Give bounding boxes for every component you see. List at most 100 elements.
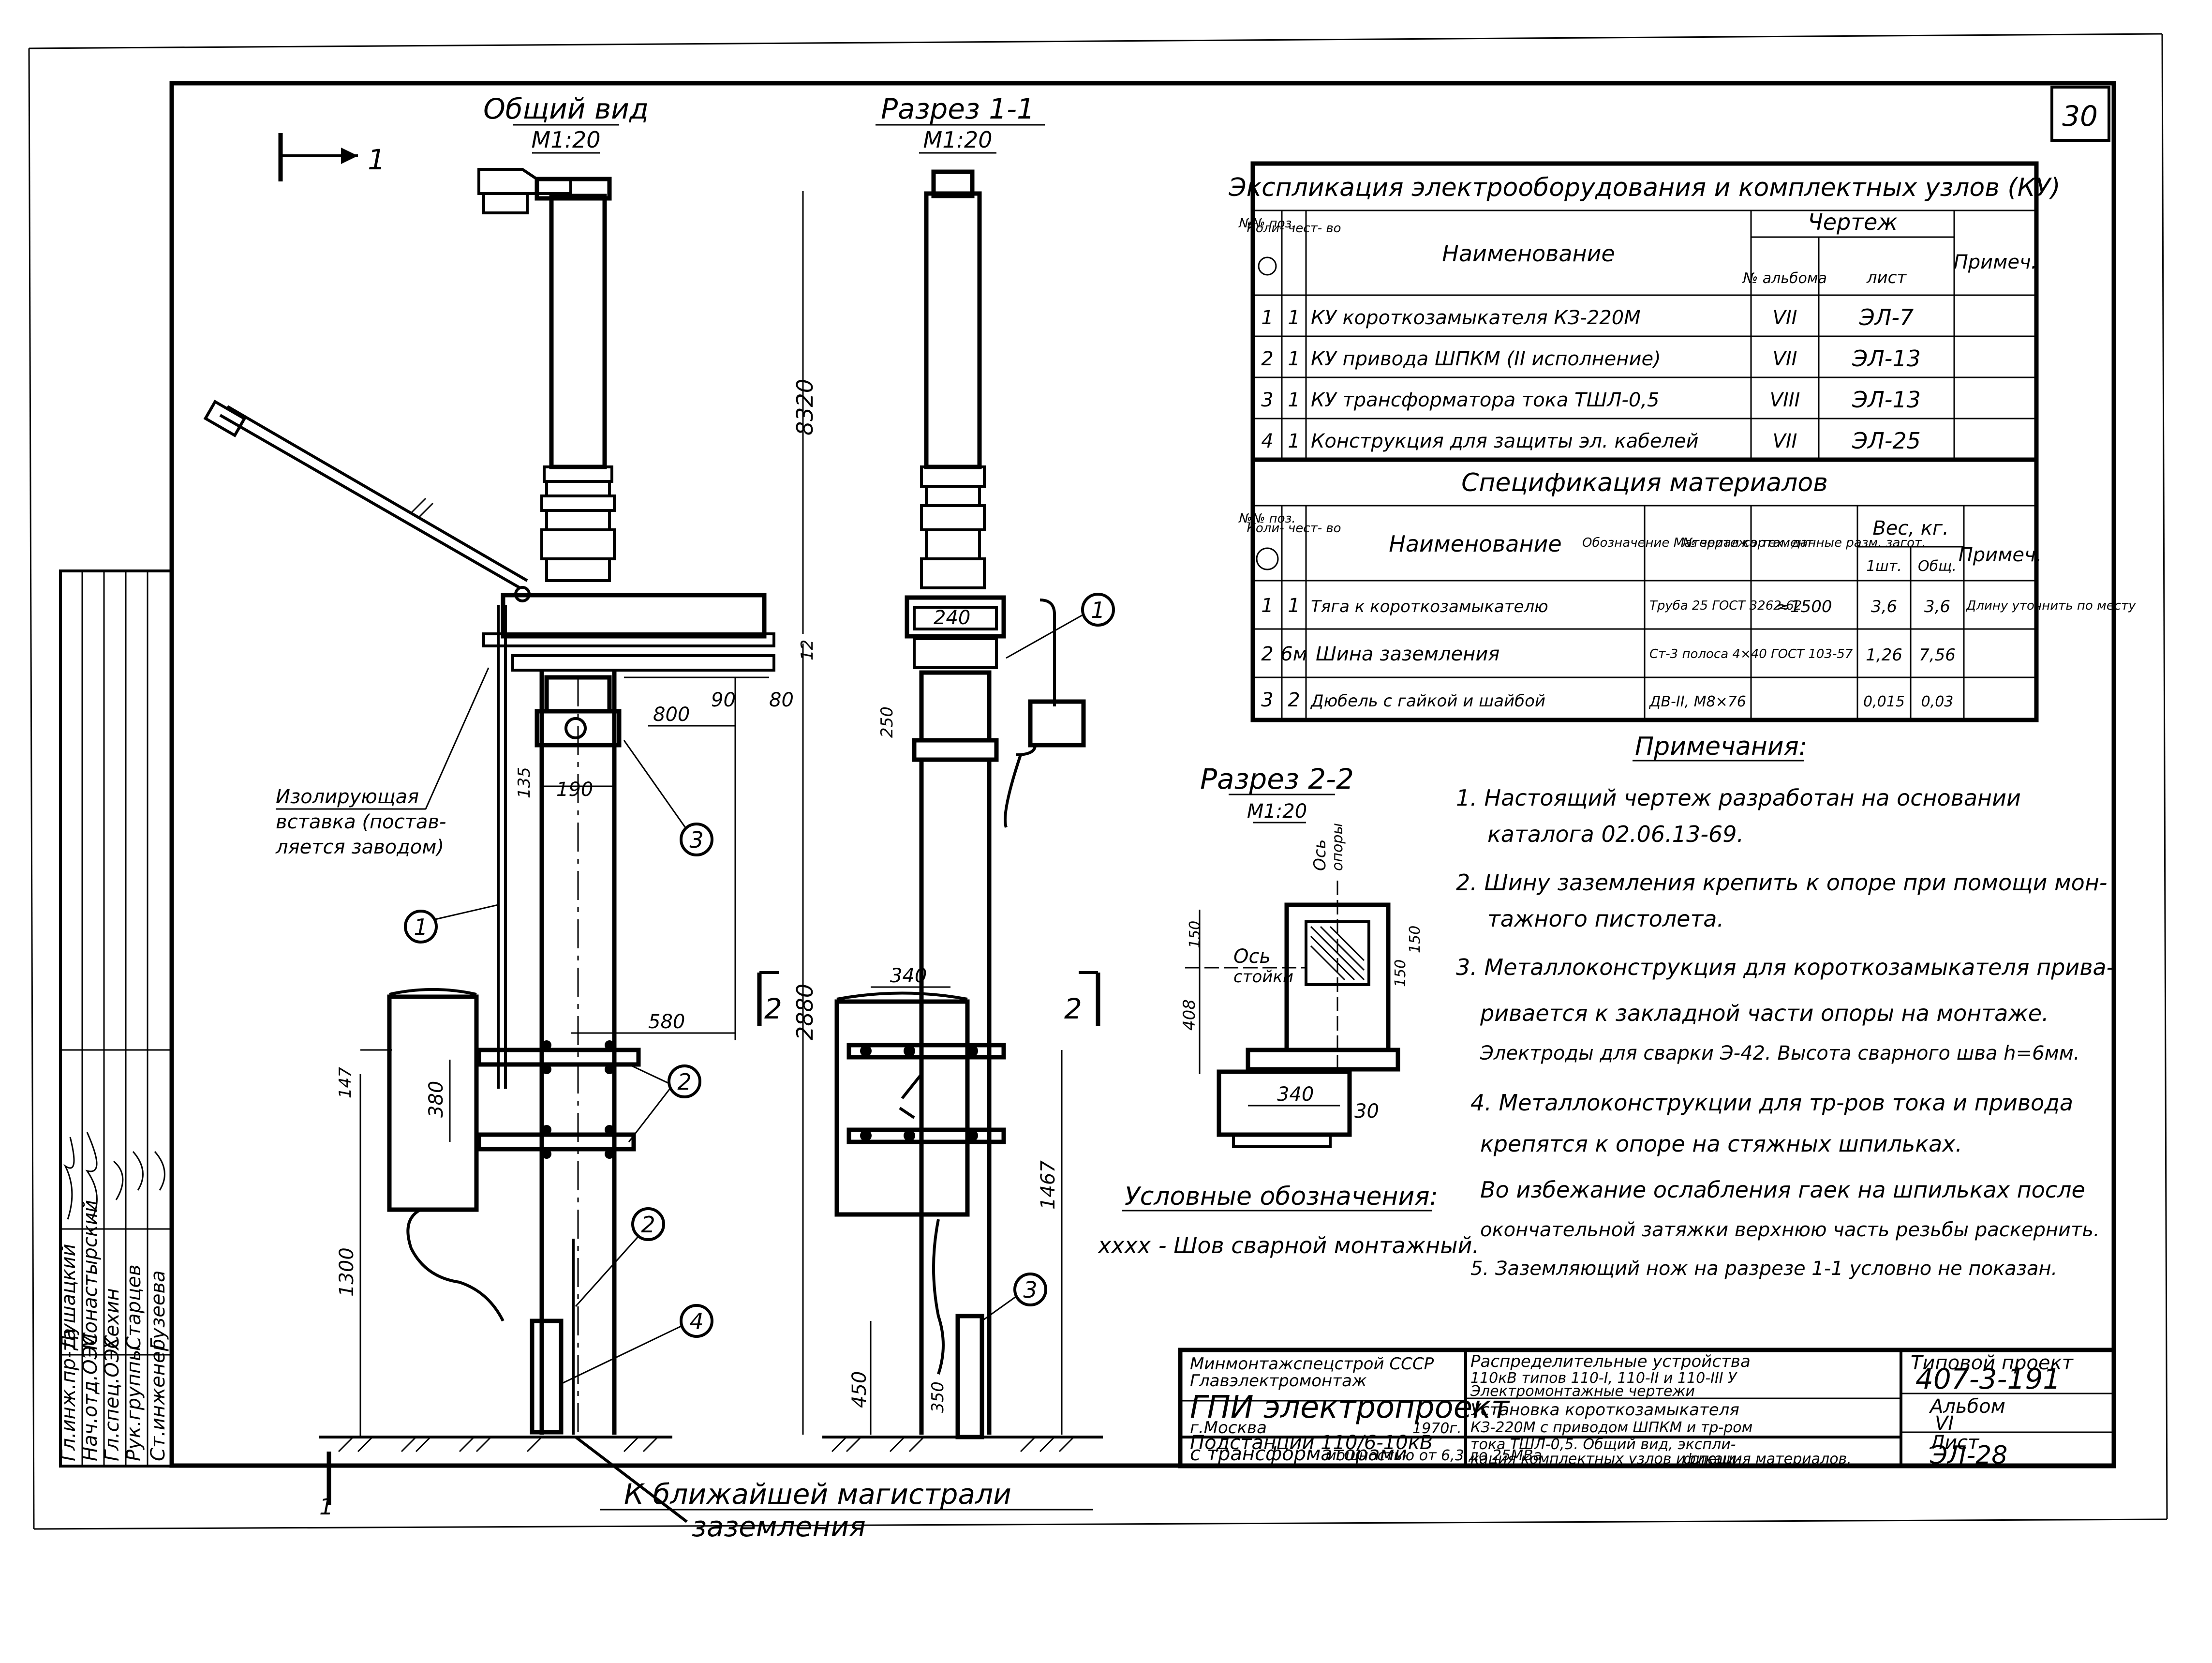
note-line-8: 4. Металлоконструкции для тр-ров тока и … — [1470, 1090, 2073, 1116]
general-view-title: Общий вид — [483, 92, 649, 125]
axis-stand-line2: стойки — [1233, 967, 1293, 987]
role-3: Гл.спец.ОЭС — [101, 1335, 123, 1461]
callout-2b-general: 2 — [641, 1212, 655, 1238]
section-1-1-view: Разрез 1-1 М1:20 — [757, 92, 1115, 1453]
dim-190: 190 — [556, 779, 593, 801]
dim-135: 135 — [515, 767, 534, 798]
legend: Условные обозначения: xxxx - Шов сварной… — [1097, 1182, 1479, 1258]
axis-pole-line1: Ось — [1310, 839, 1330, 871]
eq-r2-sheet: ЭЛ-13 — [1852, 345, 1921, 372]
dim-12: 12 — [798, 640, 817, 660]
role-5: Ст.инженер — [147, 1339, 169, 1461]
note-line-6: ривается к закладной части опоры на монт… — [1480, 1000, 2049, 1026]
dim-450: 450 — [848, 1371, 871, 1408]
mat-r2-unit: 1,26 — [1866, 645, 1902, 665]
dim-580: 580 — [648, 1011, 685, 1033]
general-view: Общий вид М1:20 1 — [203, 92, 1093, 1543]
eq-r1-sheet: ЭЛ-7 — [1859, 304, 1914, 330]
mat-hdr-total: Общ. — [1918, 558, 1957, 575]
section-mark-1-top: 1 — [368, 143, 386, 176]
mat-hdr-weight: Вес, кг. — [1872, 517, 1948, 539]
album-label: Альбом — [1929, 1395, 2005, 1418]
insulating-rod-line1: Изолирующая — [276, 786, 419, 808]
insulating-rod-line3: ляется заводом) — [275, 836, 444, 858]
eq-r1-qty: 1 — [1288, 307, 1300, 329]
album-no: VI — [1935, 1412, 1954, 1435]
eq-r2-qty: 1 — [1288, 348, 1300, 370]
org-city: г.Москва — [1190, 1418, 1267, 1438]
dim-1300: 1300 — [336, 1247, 358, 1297]
axis-pole-line2: опоры — [1329, 823, 1346, 871]
section-mark-1-bottom: 1 — [319, 1494, 333, 1520]
eq-r3-album: VIII — [1770, 389, 1800, 411]
callout-3-general: 3 — [689, 827, 703, 853]
to-ground-line2: заземления — [692, 1510, 866, 1543]
sheet-desc-4: кация комплектных узлов и специ- — [1470, 1451, 1741, 1468]
callout-2a-general: 2 — [677, 1069, 691, 1095]
sheet-code: ЭЛ-28 — [1930, 1441, 2007, 1470]
mat-r3-pos: 3 — [1261, 689, 1273, 711]
mat-r3-designation: ДВ-II, М8×76 — [1648, 693, 1746, 710]
sheet-label: Лист — [1929, 1432, 1980, 1454]
project-title-1: Распределительные устройства — [1470, 1352, 1751, 1371]
dim-150-right-b: 150 — [1407, 926, 1424, 953]
sheet-desc-3: тока ТШЛ-0,5. Общий вид, экспли- — [1470, 1436, 1736, 1453]
note-line-12: 5. Заземляющий нож на разрезе 1-1 условн… — [1470, 1258, 2057, 1280]
callout-3-section11: 3 — [1023, 1277, 1037, 1303]
role-4: Рук.группы — [123, 1346, 145, 1461]
dim-8320: 8320 — [792, 379, 818, 435]
name-5: Гузеева — [147, 1270, 169, 1350]
eq-r4-album: VII — [1773, 430, 1797, 452]
eq-hdr-drawings: Чертеж — [1808, 209, 1898, 235]
note-line-11: окончательной затяжки верхнюю часть резь… — [1480, 1219, 2100, 1241]
mat-r1-qty: 1 — [1288, 595, 1300, 617]
equipment-table: Экспликация электрооборудования и компле… — [1228, 161, 2061, 722]
mat-hdr-qty: Коли- чест- во — [1247, 521, 1341, 536]
mat-hdr-name: Наименование — [1389, 531, 1561, 557]
mat-r1-name: Тяга к короткозамыкателю — [1311, 597, 1548, 616]
materials-table: Спецификация материалов №№ поз. Коли- че… — [1238, 468, 2136, 720]
section22-title: Разрез 2-2 — [1200, 763, 1354, 795]
dim-800: 800 — [653, 704, 690, 726]
subject-1: Подстанции 110/6-10кВ — [1190, 1432, 1433, 1454]
to-ground-line1: К ближайшей магистрали — [624, 1478, 1011, 1511]
eq-hdr-note: Примеч. — [1954, 251, 2037, 273]
mat-r1-note: Длину уточнить по месту — [1966, 599, 2136, 613]
note-line-5: 3. Металлоконструкция для короткозамыкат… — [1456, 954, 2114, 980]
mat-r2-total: 7,56 — [1919, 645, 1956, 665]
note-line-4: тажного пистолета. — [1487, 906, 1724, 932]
signature-scribble — [63, 1132, 165, 1220]
section11-title: Разрез 1-1 — [881, 92, 1035, 125]
sheet-border: 30 — [28, 33, 2168, 1530]
legend-symbol: xxxx — [1097, 1232, 1151, 1258]
sheet-desc-5: фикация материалов. — [1683, 1451, 1852, 1468]
subject-3: мощностью от 6,3 до 25МВа — [1325, 1447, 1542, 1464]
materials-table-title: Спецификация материалов — [1461, 468, 1828, 497]
note-line-10: Во избежание ослабления гаек на шпильках… — [1480, 1177, 2085, 1203]
eq-hdr-sheet: лист — [1866, 268, 1907, 287]
dim-150-right-a: 150 — [1392, 959, 1409, 987]
eq-r2-album: VII — [1773, 348, 1797, 370]
project-title-3: Электромонтажные чертежи — [1470, 1383, 1695, 1400]
sheet-desc-2: КЗ-220М с приводом ШПКМ и тр-ром — [1470, 1419, 1752, 1436]
eq-hdr-pos: №№ поз. — [1238, 216, 1295, 231]
name-4: Старцев — [123, 1264, 145, 1350]
mat-r1-unit: 3,6 — [1871, 597, 1897, 616]
typical-project-label: Типовой проект — [1911, 1352, 2074, 1374]
eq-r4-qty: 1 — [1288, 430, 1300, 452]
section-mark-2-left: 2 — [764, 992, 782, 1025]
sheet-desc-1: Установка короткозамыкателя — [1470, 1400, 1739, 1420]
general-view-scale: М1:20 — [532, 127, 601, 153]
dim-2880: 2880 — [792, 984, 818, 1040]
eq-r3-sheet: ЭЛ-13 — [1852, 387, 1921, 413]
signature-strip: Гл.инж.пр-та Нач.отд.ОЭС Гл.спец.ОЭС Рук… — [58, 569, 173, 1468]
mat-hdr-designation: Обозначение Материал сортамент — [1582, 536, 1814, 550]
name-1: Душацкий — [58, 1244, 80, 1351]
dim-408: 408 — [1180, 999, 1199, 1031]
section-2-2-view: Разрез 2-2 М1:20 Ось стойки Ось опоры 40… — [1180, 763, 1424, 1148]
dim-250: 250 — [877, 706, 897, 738]
note-line-2: каталога 02.06.13-69. — [1487, 821, 1744, 847]
section22-scale: М1:20 — [1247, 800, 1307, 823]
eq-r1-album: VII — [1773, 307, 1797, 329]
